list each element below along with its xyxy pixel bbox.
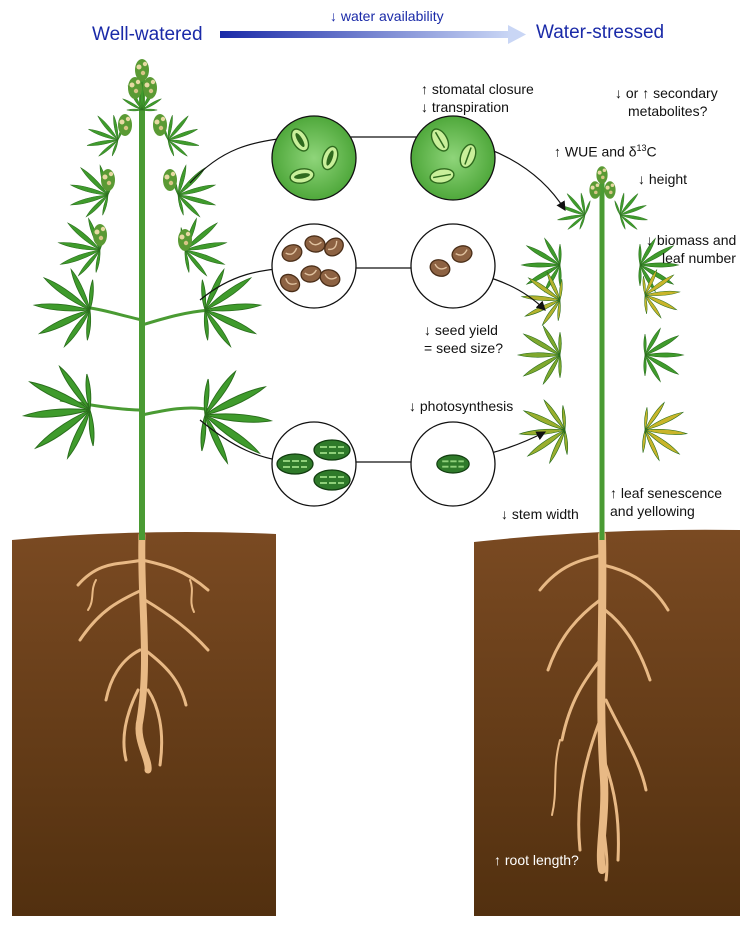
biomass-label: ↓ biomass and: [646, 232, 737, 248]
soil-left: [12, 532, 276, 916]
plant-right: [516, 166, 690, 540]
seed-yield-label: ↓ seed yield: [424, 322, 498, 338]
water-availability-arrow: [220, 25, 526, 44]
root-length-label: ↑ root length?: [494, 852, 579, 868]
leaf-senescence-label: ↑ leaf senescence: [610, 485, 723, 501]
stomatal-closure-label: ↑ stomatal closure: [421, 81, 534, 97]
secondary-metabolites-label: ↓ or ↑ secondary: [615, 85, 718, 101]
water-stressed-title: Water-stressed: [536, 22, 665, 43]
chloroplasts-water-stressed: [410, 421, 496, 507]
well-watered-title: Well-watered: [92, 24, 203, 45]
roots-left: [76, 531, 210, 774]
stomata-water-stressed: [410, 115, 496, 201]
stomata-well-watered: [271, 115, 357, 201]
wue-label: ↑ WUE and δ13C: [554, 143, 657, 160]
water-availability-label: ↓ water availability: [330, 8, 444, 24]
photosynthesis-label: ↓ photosynthesis: [409, 398, 514, 414]
metabolites-label: metabolites?: [628, 103, 708, 119]
plant-left: [19, 59, 276, 540]
height-label: ↓ height: [638, 171, 688, 187]
seeds-water-stressed: [410, 223, 496, 309]
chloroplasts-well-watered: [271, 421, 357, 507]
transpiration-label: ↓ transpiration: [421, 99, 509, 115]
seed-size-label: = seed size?: [424, 340, 503, 356]
stem-width-label: ↓ stem width: [501, 506, 579, 522]
soil-right: [474, 529, 740, 916]
roots-right: [538, 531, 670, 882]
yellowing-label: and yellowing: [610, 503, 695, 519]
leaf-number-label: leaf number: [662, 250, 736, 266]
seeds-well-watered: [271, 223, 357, 309]
